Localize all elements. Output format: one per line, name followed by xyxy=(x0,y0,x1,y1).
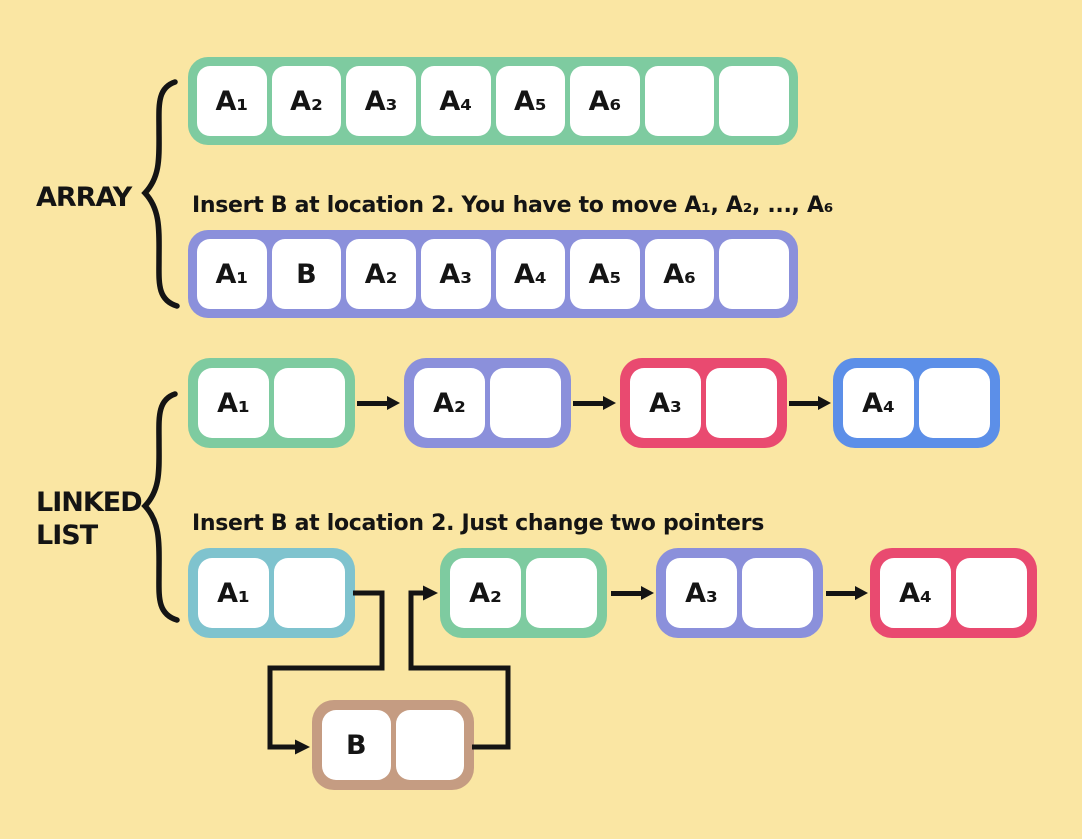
next-pointer-arrow-icon xyxy=(826,585,868,601)
array-cell: A₄ xyxy=(420,66,491,136)
inserted-node-b: B xyxy=(312,700,474,790)
node-next-cell xyxy=(526,558,597,628)
array-insert-caption: Insert B at location 2. You have to move… xyxy=(192,193,834,218)
list-node-a2: A₂ xyxy=(404,358,571,448)
node-value-cell: A₃ xyxy=(666,558,737,628)
node-next-cell xyxy=(919,368,990,438)
node-next-cell xyxy=(274,368,345,438)
linked-list-insert-caption: Insert B at location 2. Just change two … xyxy=(192,511,765,536)
node-value-cell: A₄ xyxy=(880,558,951,628)
array-cell: A₁ xyxy=(197,239,267,309)
array-cell: A₂ xyxy=(346,239,416,309)
array-cell: A₁ xyxy=(197,66,267,136)
array-cell: A₃ xyxy=(420,239,491,309)
list-node-a3-insert: A₃ xyxy=(656,548,823,638)
array-before-insert: A₁ A₂ A₃ A₄ A₅ A₆ xyxy=(188,57,798,145)
array-brace-icon xyxy=(141,79,180,309)
array-cell-empty xyxy=(644,66,715,136)
array-cell: A₆ xyxy=(644,239,715,309)
array-cell: A₃ xyxy=(346,66,416,136)
node-next-cell xyxy=(490,368,561,438)
node-value-cell: A₁ xyxy=(198,558,269,628)
next-pointer-arrow-icon xyxy=(789,395,831,411)
node-next-cell xyxy=(706,368,777,438)
node-next-cell xyxy=(742,558,813,628)
node-value-cell: A₃ xyxy=(630,368,701,438)
list-node-a1: A₁ xyxy=(188,358,355,448)
array-cell: A₅ xyxy=(495,66,566,136)
array-cell-empty xyxy=(719,239,789,309)
list-node-a4-insert: A₄ xyxy=(870,548,1037,638)
list-node-a2-insert: A₂ xyxy=(440,548,607,638)
array-cell: B xyxy=(271,239,342,309)
node-value-cell: A₁ xyxy=(198,368,269,438)
array-cell: A₆ xyxy=(570,66,640,136)
node-value-cell: A₂ xyxy=(414,368,485,438)
array-after-insert: A₁ B A₂ A₃ A₄ A₅ A₆ xyxy=(188,230,798,318)
linked-list-section-label: LINKED LIST xyxy=(36,487,143,551)
array-section-label: ARRAY xyxy=(36,182,132,213)
list-node-a4: A₄ xyxy=(833,358,1000,448)
array-cell: A₂ xyxy=(271,66,342,136)
array-cell: A₅ xyxy=(570,239,640,309)
next-pointer-arrow-icon xyxy=(357,395,400,411)
next-pointer-arrow-icon xyxy=(611,585,654,601)
list-node-a1-insert: A₁ xyxy=(188,548,355,638)
next-pointer-arrow-icon xyxy=(573,395,616,411)
node-next-cell xyxy=(956,558,1027,628)
node-value-cell: B xyxy=(322,710,391,780)
node-next-cell xyxy=(274,558,345,628)
array-cell: A₄ xyxy=(495,239,566,309)
node-value-cell: A₄ xyxy=(843,368,914,438)
linked-list-brace-icon xyxy=(141,391,180,623)
array-cell-empty xyxy=(719,66,789,136)
node-next-cell xyxy=(395,710,464,780)
node-value-cell: A₂ xyxy=(450,558,521,628)
list-node-a3: A₃ xyxy=(620,358,787,448)
